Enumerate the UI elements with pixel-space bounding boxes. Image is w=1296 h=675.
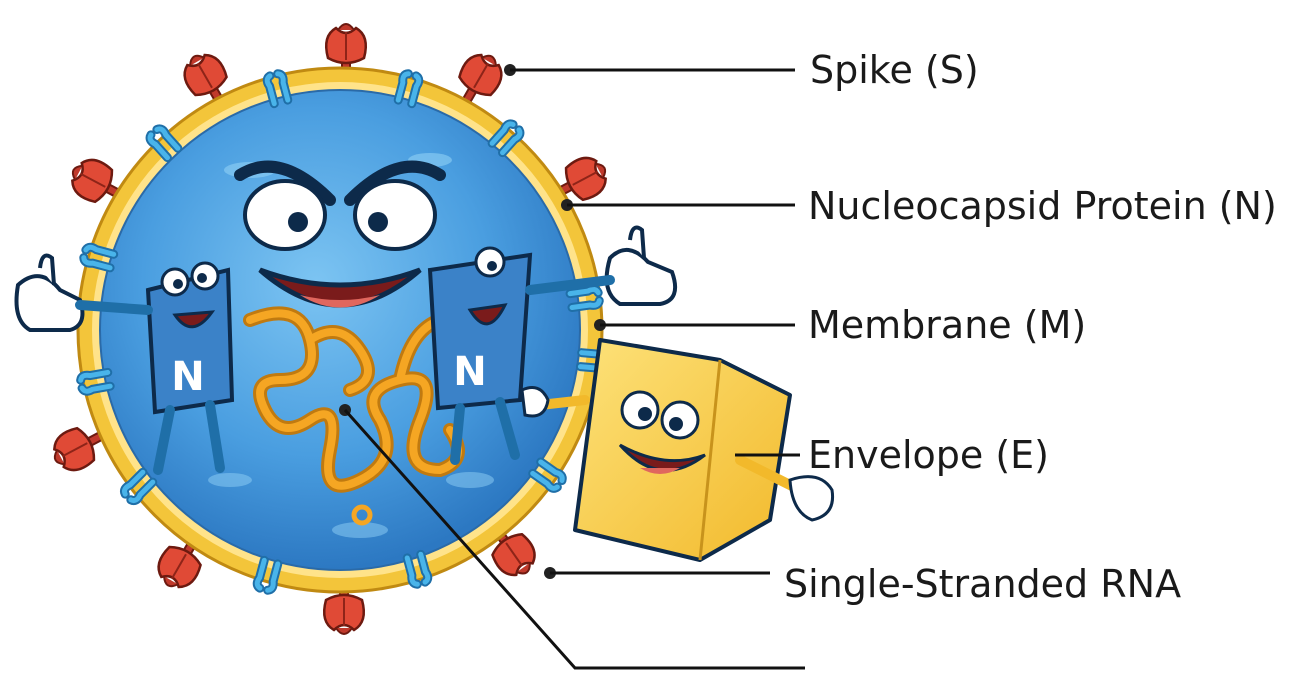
n-badge-left: N — [171, 354, 204, 400]
label-spike: Spike (S) — [810, 48, 979, 92]
label-rna: Single-Stranded RNA — [784, 562, 1181, 606]
label-membrane: Membrane (M) — [808, 303, 1086, 347]
labels: Spike (S) Nucleocapsid Protein (N) Membr… — [784, 48, 1277, 606]
n-badge-right: N — [453, 349, 486, 395]
label-nucleocapsid: Nucleocapsid Protein (N) — [808, 184, 1277, 228]
label-envelope: Envelope (E) — [808, 433, 1049, 477]
